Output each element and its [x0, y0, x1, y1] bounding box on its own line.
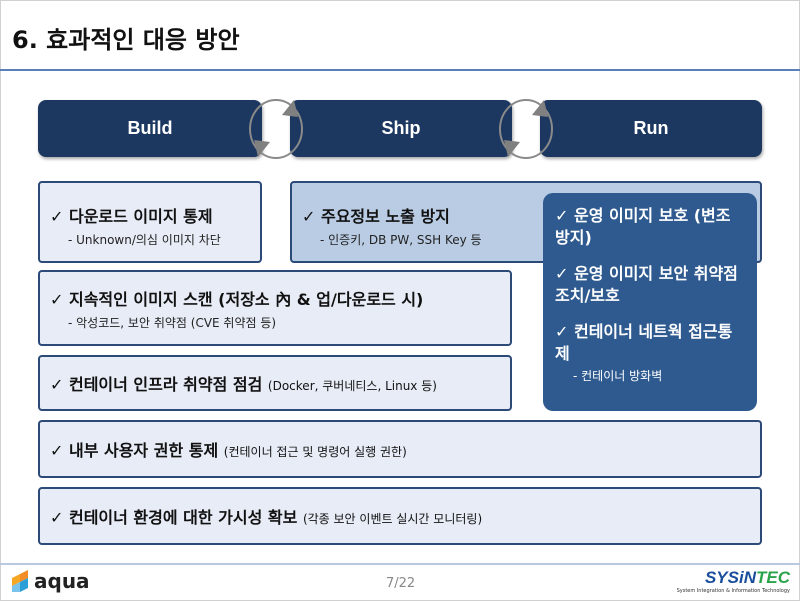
- run-item-subtext: - 컨테이너 방화벽: [573, 369, 663, 383]
- check-icon: ✓: [555, 322, 569, 341]
- check-icon: ✓: [50, 375, 64, 394]
- run-item: ✓ 컨테이너 네트웍 접근통제: [555, 322, 733, 363]
- check-icon: ✓: [50, 207, 64, 226]
- box-subtext: - Unknown/의심 이미지 차단: [68, 233, 221, 247]
- box-heading: ✓ 컨테이너 인프라 취약점 점검 (Docker, 쿠버네티스, Linux …: [50, 375, 437, 394]
- page-number: 7/22: [386, 576, 416, 591]
- cycle-arrows-icon: [249, 99, 303, 159]
- download-control-box: ✓ 다운로드 이미지 통제 - Unknown/의심 이미지 차단: [38, 181, 262, 263]
- check-icon: ✓: [50, 289, 64, 309]
- user-auth-box: ✓ 내부 사용자 권한 통제 (컨테이너 접근 및 명령어 실행 권한): [38, 420, 762, 478]
- phase-run: Run: [540, 100, 762, 157]
- check-icon: ✓: [50, 441, 64, 460]
- box-heading: ✓ 컨테이너 환경에 대한 가시성 확보 (각종 보안 이벤트 실시간 모니터링…: [50, 508, 483, 527]
- box-subtext: - 인증키, DB PW, SSH Key 등: [320, 233, 482, 247]
- box-heading: ✓ 주요정보 노출 방지: [302, 207, 450, 226]
- run-security-box: ✓ 운영 이미지 보호 (변조 방지) ✓ 운영 이미지 보안 취약점 조치/보…: [543, 193, 757, 411]
- title-divider: [0, 69, 800, 71]
- infra-check-box: ✓ 컨테이너 인프라 취약점 점검 (Docker, 쿠버네티스, Linux …: [38, 355, 512, 411]
- check-icon: ✓: [555, 264, 569, 283]
- image-scan-box: ✓ 지속적인 이미지 스캔 (저장소 內 & 업/다운로드 시) - 악성코드,…: [38, 270, 512, 346]
- box-note: (각종 보안 이벤트 실시간 모니터링): [302, 512, 483, 526]
- box-heading: ✓ 다운로드 이미지 통제: [50, 207, 213, 226]
- footer-divider: [0, 563, 800, 565]
- box-note: (Docker, 쿠버네티스, Linux 등): [267, 379, 437, 393]
- check-icon: ✓: [555, 206, 569, 225]
- aqua-logo-icon: [12, 570, 28, 592]
- sysintec-logo-text: SYSiNTEC: [704, 568, 790, 587]
- cycle-arrows-icon: [499, 99, 553, 159]
- aqua-logo: aqua: [10, 569, 90, 593]
- aqua-logo-text: aqua: [34, 569, 90, 593]
- visibility-box: ✓ 컨테이너 환경에 대한 가시성 확보 (각종 보안 이벤트 실시간 모니터링…: [38, 487, 762, 545]
- sysintec-tagline: System Integration & Information Technol…: [676, 588, 790, 594]
- box-note: (컨테이너 접근 및 명령어 실행 권한): [223, 445, 407, 459]
- slide-title: 6. 효과적인 대응 방안: [12, 26, 240, 54]
- phase-ship: Ship: [290, 100, 512, 157]
- run-item: ✓ 운영 이미지 보안 취약점 조치/보호: [555, 264, 738, 305]
- check-icon: ✓: [50, 508, 64, 527]
- box-subtext: - 악성코드, 보안 취약점 (CVE 취약점 등): [68, 315, 277, 330]
- check-icon: ✓: [302, 207, 316, 226]
- phase-build: Build: [38, 100, 262, 157]
- run-item: ✓ 운영 이미지 보호 (변조 방지): [555, 206, 731, 247]
- box-heading: ✓ 지속적인 이미지 스캔 (저장소 內 & 업/다운로드 시): [50, 289, 424, 309]
- sysintec-logo: SYSiNTEC System Integration & Informatio…: [677, 568, 790, 594]
- box-heading: ✓ 내부 사용자 권한 통제 (컨테이너 접근 및 명령어 실행 권한): [50, 441, 407, 460]
